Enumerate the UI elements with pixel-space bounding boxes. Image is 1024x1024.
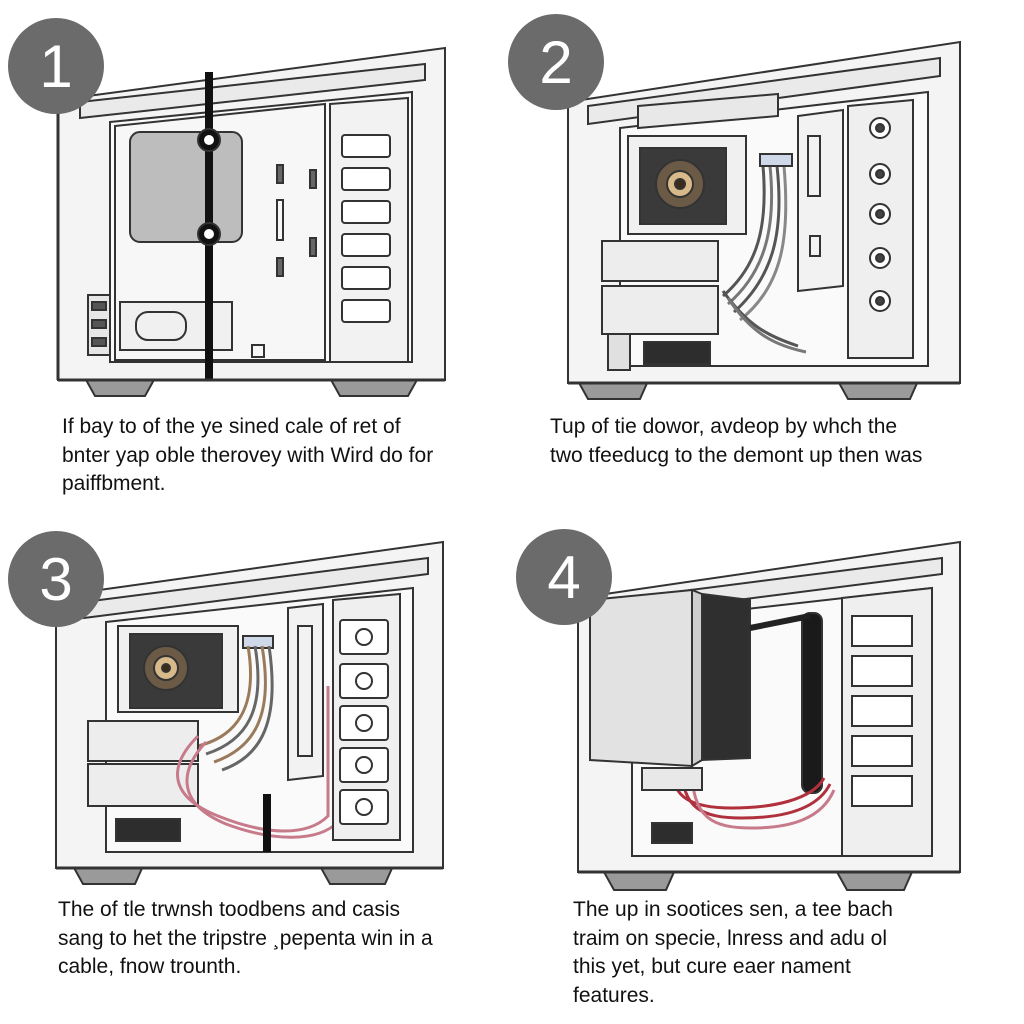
- step-3-caption: The of tle trwnsh toodbens and casis san…: [58, 896, 433, 982]
- caption-line: Tup of tie dowor, avdeop by whch the: [550, 415, 898, 438]
- step-number-badge-3: 3: [8, 531, 104, 627]
- step-number-badge-1: 1: [8, 18, 104, 114]
- caption-line: If bay to of the ye sined cale of ret of: [62, 415, 401, 438]
- step-2-caption: Tup of tie dowor, avdeop by whch the two…: [550, 413, 922, 470]
- caption-line: sang to het the tripstre ¸pepenta win in…: [58, 926, 433, 950]
- step-number-badge-4: 4: [516, 529, 612, 625]
- caption-line: cable, fnow trounth.: [58, 955, 242, 978]
- caption-line: The of tle trwnsh toodbens and casis: [58, 898, 401, 921]
- step-4-case-illustration: [577, 540, 961, 891]
- caption-line: bnter yap oble therovey with Wird do for: [62, 443, 434, 467]
- caption-line: two tfeeducg to the demont up then was: [550, 443, 923, 467]
- caption-line: The up in sootices sen, a tee bach: [573, 898, 893, 921]
- step-2-case-illustration: [567, 40, 961, 400]
- step-number-badge-2: 2: [508, 14, 604, 110]
- caption-line: this yet, but cure eaer nament: [573, 955, 851, 978]
- caption-line: features.: [573, 983, 655, 1007]
- step-3-case-illustration: [55, 540, 444, 885]
- caption-line: paiffbment.: [62, 472, 166, 495]
- caption-line: traim on specie, lnress and adu ol: [573, 926, 888, 950]
- step-1-caption: If bay to of the ye sined cale of ret of…: [62, 413, 433, 499]
- step-1-case-illustration: [56, 46, 446, 397]
- step-4-caption: The up in sootices sen, a tee bach traim…: [573, 896, 893, 1010]
